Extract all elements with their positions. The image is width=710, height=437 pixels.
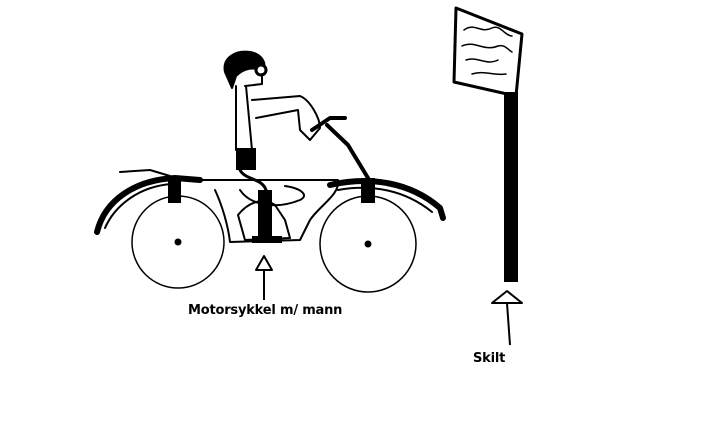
motorcycle — [94, 116, 446, 293]
sign-scribble-1 — [463, 26, 513, 37]
rider-boot — [252, 236, 282, 243]
rider-face — [244, 73, 263, 87]
rider-shin — [258, 190, 272, 242]
rider-torso — [235, 85, 253, 151]
front-wheel — [319, 195, 417, 293]
rider — [223, 50, 321, 243]
rear-wheel — [131, 195, 225, 289]
rider-eye — [254, 63, 268, 77]
rider-hair — [223, 50, 266, 89]
front-wheel-hub — [364, 240, 372, 248]
sign-scribble-3 — [465, 58, 499, 63]
rider-arm — [251, 95, 321, 141]
motorcycle-arrow — [255, 255, 273, 300]
sign-arrow — [491, 290, 523, 346]
sign-scribble-2 — [461, 43, 513, 53]
frame — [199, 179, 340, 243]
frame-tank — [239, 185, 305, 207]
rear-fender — [94, 175, 203, 235]
front-strut — [361, 178, 375, 203]
handlebar — [310, 116, 347, 132]
front-fork — [325, 123, 370, 180]
sign-pole — [504, 92, 518, 282]
rider-belt — [236, 148, 256, 170]
front-fender — [327, 178, 446, 221]
front-fender-edge — [337, 186, 433, 213]
sign — [452, 6, 524, 282]
rider-leg — [238, 168, 268, 227]
rear-fender-edge — [104, 183, 173, 229]
rear-fender-top — [119, 169, 171, 177]
sign-label: Skilt — [473, 351, 506, 366]
sign-scribble-4 — [471, 71, 507, 76]
rear-wheel-hub — [174, 238, 182, 246]
rear-strut — [168, 178, 181, 203]
motorcycle-label: Motorsykkel m/ mann — [188, 303, 343, 318]
